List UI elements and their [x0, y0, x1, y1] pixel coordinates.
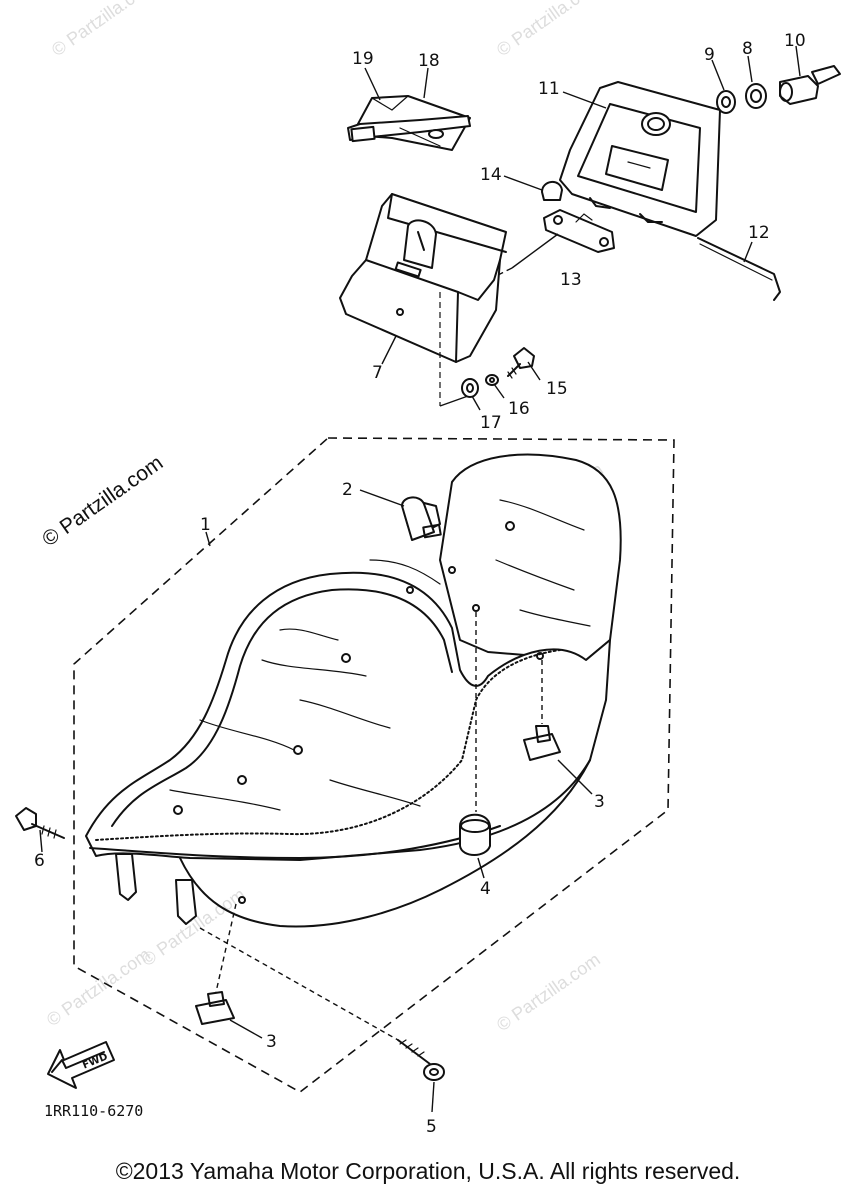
part-damper-4 — [459, 813, 491, 856]
part-strap-2 — [401, 496, 442, 541]
callout-14: 14 — [480, 165, 502, 185]
part-lock-ring-9 — [716, 90, 736, 114]
part-lock-cylinder-10 — [779, 65, 841, 105]
assembly-boundary — [73, 437, 675, 1093]
part-strap-assembly — [347, 95, 471, 151]
callout-5: 5 — [426, 1117, 437, 1137]
callout-4: 4 — [480, 879, 491, 899]
part-bolt-5 — [397, 1039, 445, 1081]
callout-7: 7 — [372, 363, 383, 383]
callout-6: 6 — [34, 851, 45, 871]
callout-16: 16 — [508, 399, 530, 419]
callout-1: 1 — [200, 515, 211, 535]
callout-17: 17 — [480, 413, 502, 433]
callout-3-left: 3 — [266, 1032, 277, 1052]
part-lock-ring-8 — [745, 83, 767, 109]
callout-3-right: 3 — [594, 792, 605, 812]
callout-8: 8 — [742, 39, 753, 59]
part-bracket-13 — [543, 209, 615, 253]
part-cap-nut-14 — [541, 181, 563, 201]
callout-15: 15 — [546, 379, 568, 399]
part-seat-1 — [85, 453, 622, 928]
copyright-notice: ©2013 Yamaha Motor Corporation, U.S.A. A… — [115, 1158, 741, 1184]
part-bracket-3-left — [195, 991, 235, 1025]
callout-19: 19 — [352, 49, 374, 69]
part-bracket-3-right — [523, 725, 561, 761]
callout-13: 13 — [560, 270, 582, 290]
callout-12: 12 — [748, 223, 770, 243]
callout-11: 11 — [538, 79, 560, 99]
part-tail-cover-upper — [559, 81, 721, 237]
callout-9: 9 — [704, 45, 715, 65]
callout-18: 18 — [418, 51, 440, 71]
part-nut-17 — [461, 378, 479, 398]
callout-10: 10 — [784, 31, 806, 51]
fwd-arrow-icon — [47, 1041, 115, 1089]
part-bolt-15 — [507, 347, 535, 379]
part-bolt-6 — [15, 807, 65, 839]
part-tail-box-7 — [339, 193, 507, 363]
part-washer-16 — [485, 374, 499, 386]
callout-2: 2 — [342, 480, 353, 500]
part-rod-12 — [697, 237, 781, 301]
diagram-code: 1RR110-6270 — [44, 1102, 144, 1120]
